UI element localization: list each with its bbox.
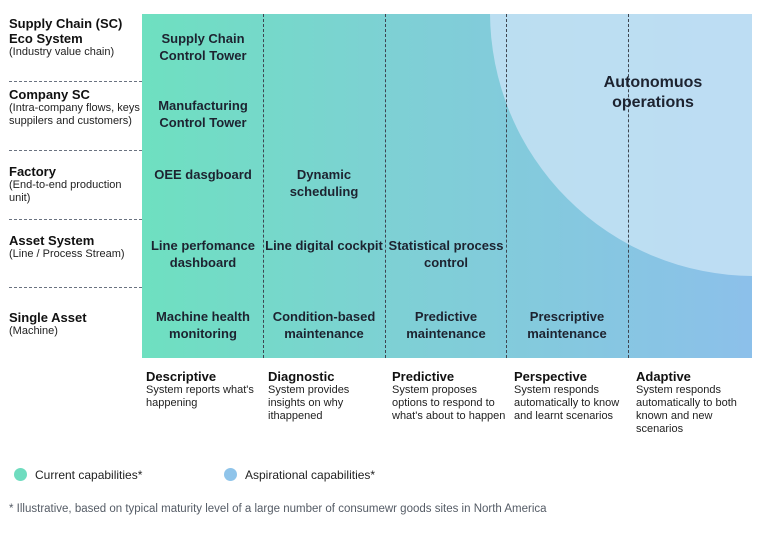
column-title: Adaptive <box>636 369 691 384</box>
cell-statistical-process-control: Statistical process control <box>388 238 504 270</box>
aspirational-capabilities-label: Aspirational capabilities* <box>245 468 376 482</box>
row-subtitle: (Machine) <box>9 325 58 337</box>
column-subtitle: System reports what's happening <box>146 384 254 409</box>
aspirational-capabilities-dot <box>224 468 237 481</box>
row-label-asset-system: Asset System (Line / Process Stream) <box>9 233 141 261</box>
column-divider <box>385 14 386 358</box>
maturity-matrix: Supply Chain Control Tower Manufacturing… <box>142 14 752 358</box>
column-title: Descriptive <box>146 369 217 384</box>
cell-oee-dashboard: OEE dasgboard <box>154 167 252 182</box>
footnote: * Illustrative, based on typical maturit… <box>9 503 547 515</box>
cell-prescriptive-maintenance: Prescriptive maintenance <box>527 309 607 341</box>
cell-predictive-maintenance: Predictive maintenance <box>406 309 486 341</box>
cell-line-performance-dashboard: Line perfomance dashboard <box>150 238 256 270</box>
cell-machine-health-monitoring: Machine health monitoring <box>156 309 250 341</box>
column-label-descriptive: Descriptive System reports what's happen… <box>146 369 266 410</box>
column-label-diagnostic: Diagnostic System provides insights on w… <box>268 369 388 423</box>
row-subtitle: (Industry value chain) <box>9 46 115 58</box>
column-title: Diagnostic <box>268 369 335 384</box>
cell-line-digital-cockpit: Line digital cockpit <box>265 238 383 253</box>
cell-dynamic-scheduling: Dynamic scheduling <box>289 167 359 199</box>
row-title: Supply Chain (SC) Eco System <box>9 16 123 46</box>
autonomous-operations-label: Autonomuos operations <box>603 74 703 111</box>
row-subtitle: (Intra-company flows, keys suppilers and… <box>9 102 140 127</box>
row-label-company-sc: Company SC (Intra-company flows, keys su… <box>9 87 141 128</box>
row-title: Factory <box>9 164 56 179</box>
row-label-sc-ecosystem: Supply Chain (SC) Eco System (Industry v… <box>9 16 141 59</box>
row-subtitle: (Line / Process Stream) <box>9 248 125 260</box>
column-subtitle: System responds automatically to both kn… <box>636 384 737 435</box>
row-label-single-asset: Single Asset (Machine) <box>9 310 141 338</box>
column-subtitle: System provides insights on why ithappen… <box>268 384 350 422</box>
column-label-perspective: Perspective System responds automaticall… <box>514 369 634 423</box>
column-subtitle: System responds automatically to know an… <box>514 384 620 422</box>
row-subtitle: (End-to-end production unit) <box>9 179 122 204</box>
column-divider <box>628 14 629 358</box>
column-title: Perspective <box>514 369 587 384</box>
autonomous-zone-circle <box>490 14 752 276</box>
cell-manufacturing-control-tower: Manufacturing Control Tower <box>158 98 248 130</box>
row-title: Asset System <box>9 233 95 248</box>
column-title: Predictive <box>392 369 455 384</box>
column-divider <box>506 14 507 358</box>
matrix-background <box>142 14 752 358</box>
column-subtitle: System proposes options to respond to wh… <box>392 384 506 422</box>
column-label-predictive: Predictive System proposes options to re… <box>392 369 512 423</box>
current-capabilities-label: Current capabilities* <box>35 468 143 482</box>
current-capabilities-dot <box>14 468 27 481</box>
cell-condition-based-maintenance: Condition-based maintenance <box>272 309 376 341</box>
column-divider <box>263 14 264 358</box>
cell-sc-control-tower: Supply Chain Control Tower <box>159 31 247 63</box>
row-title: Company SC <box>9 87 90 102</box>
row-title: Single Asset <box>9 310 87 325</box>
row-label-factory: Factory (End-to-end production unit) <box>9 164 141 205</box>
column-label-adaptive: Adaptive System responds automatically t… <box>636 369 756 436</box>
